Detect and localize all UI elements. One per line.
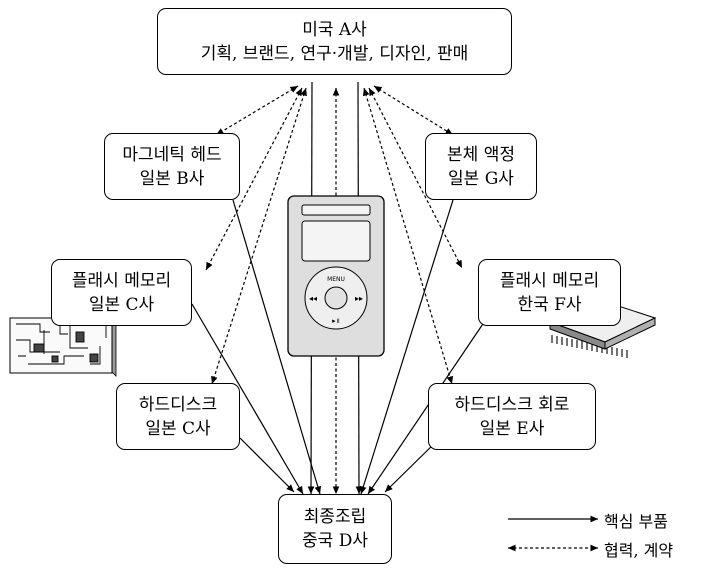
device-menu-label: MENU xyxy=(327,276,345,283)
device-rewind-icon: ◂◂ xyxy=(309,294,317,303)
coop-a-b xyxy=(215,85,299,136)
memory-chip-side-right xyxy=(604,317,656,350)
cooperation-arrows xyxy=(205,85,463,494)
node-g-lcd: 본체 액정 일본 G사 xyxy=(425,133,537,200)
node-f-product: 플래시 메모리 xyxy=(499,270,600,291)
node-a-name: 미국 A사 xyxy=(302,19,367,40)
device-play-pause-icon: ▸॥ xyxy=(332,317,340,325)
node-g-product: 본체 액정 xyxy=(447,144,515,165)
device-forward-icon: ▸▸ xyxy=(355,294,363,303)
arrow-chdd-to-d xyxy=(239,437,295,493)
coop-a-g xyxy=(373,85,454,136)
coop-a-chdd xyxy=(211,87,307,385)
node-f-flash-memory: 플래시 메모리 한국 F사 xyxy=(478,259,621,326)
legend-cooperation-label: 협력, 계약 xyxy=(604,541,674,560)
node-c-flash-product: 플래시 메모리 xyxy=(71,270,172,291)
node-a-roles: 기획, 브랜드, 연구·개발, 디자인, 판매 xyxy=(200,43,469,64)
node-a-usa: 미국 A사 기획, 브랜드, 연구·개발, 디자인, 판매 xyxy=(157,8,512,75)
node-c-flash-memory: 플래시 메모리 일본 C사 xyxy=(51,259,192,326)
node-c-hdd-product: 하드디스크 xyxy=(138,394,218,415)
arrow-cflash-to-d xyxy=(191,303,304,495)
device-screen xyxy=(301,220,371,262)
circuit-board-illustration xyxy=(9,317,117,377)
device-illustration: MENU ◂◂ ▸▸ ▸॥ xyxy=(287,195,385,357)
circuit-board-top xyxy=(9,317,113,374)
node-g-company: 일본 G사 xyxy=(448,168,514,189)
node-e-product: 하드디스크 회로 xyxy=(454,394,570,415)
node-e-company: 일본 E사 xyxy=(479,418,545,439)
memory-chip-pins xyxy=(551,335,628,358)
node-b-company: 일본 B사 xyxy=(139,168,205,189)
node-b-magnetic-head: 마그네틱 헤드 일본 B사 xyxy=(104,133,240,200)
coop-a-e xyxy=(362,87,454,385)
node-f-company: 한국 F사 xyxy=(517,294,582,315)
node-d-company: 중국 D사 xyxy=(302,531,368,551)
node-c-flash-company: 일본 C사 xyxy=(88,294,155,315)
device-center-button xyxy=(324,286,348,310)
node-b-product: 마그네틱 헤드 xyxy=(122,144,222,165)
node-d-role: 최종조립 xyxy=(303,507,367,527)
legend-core-label: 핵심 부품 xyxy=(604,512,668,531)
node-c-hdd-company: 일본 C사 xyxy=(145,418,211,439)
device-top-slot xyxy=(301,204,371,216)
node-e-hdd-circuit: 하드디스크 회로 일본 E사 xyxy=(428,383,596,450)
node-d-final-assembly: 최종조립 중국 D사 xyxy=(278,494,392,564)
node-c-hard-disk: 하드디스크 일본 C사 xyxy=(116,383,240,450)
